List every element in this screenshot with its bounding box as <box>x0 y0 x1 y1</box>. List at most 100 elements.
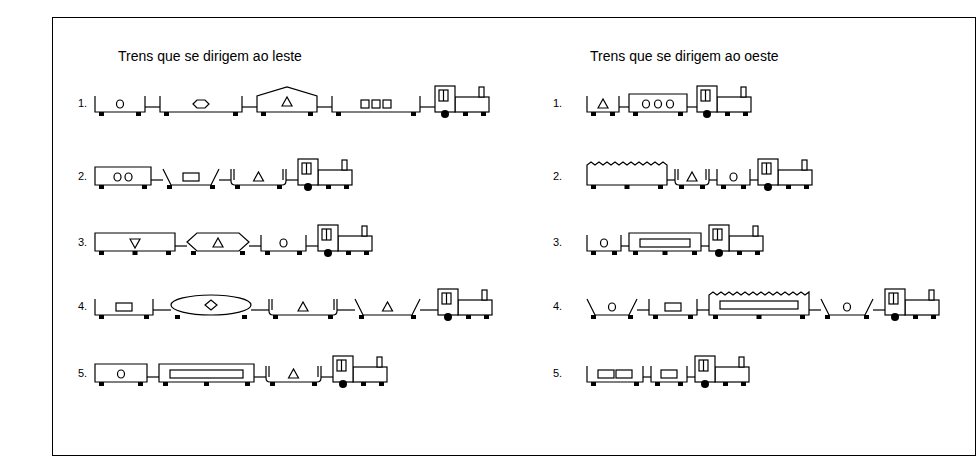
wagon <box>587 366 643 386</box>
drive-wheel <box>703 110 711 118</box>
wheel <box>164 112 169 116</box>
load-rectangle <box>616 370 632 378</box>
wagon-body <box>629 94 687 112</box>
locomotive-cab <box>758 159 778 185</box>
load-hexagon <box>193 100 209 108</box>
wheel <box>610 112 615 116</box>
load-long-rectangle <box>720 301 798 309</box>
wheel <box>235 185 240 189</box>
train <box>95 159 352 191</box>
wagon <box>587 162 667 189</box>
coupling <box>153 309 171 310</box>
load-circle <box>118 370 125 378</box>
wagon <box>95 167 151 189</box>
locomotive-boiler <box>318 170 352 185</box>
wagon-body <box>651 366 687 382</box>
wheel <box>700 185 705 189</box>
wheel <box>240 251 245 255</box>
locomotive <box>885 289 939 321</box>
wagon <box>355 299 420 319</box>
coupling <box>242 106 257 107</box>
wheel <box>167 185 172 189</box>
wagon <box>269 299 337 319</box>
wheel <box>411 112 416 116</box>
wagon-body <box>587 366 643 382</box>
train <box>95 289 492 321</box>
wheel <box>743 112 748 116</box>
locomotive-cab <box>438 289 458 315</box>
cab-window-bar <box>446 293 447 304</box>
cab-window-bar <box>443 90 444 101</box>
coupling <box>219 179 231 180</box>
wheel <box>663 251 668 255</box>
load-circle <box>601 239 608 247</box>
wheel <box>346 251 351 255</box>
wagon <box>629 233 701 255</box>
wheel <box>265 251 270 255</box>
cab-window <box>322 229 331 240</box>
wheel <box>166 251 171 255</box>
locomotive <box>318 225 372 257</box>
wheel <box>364 251 369 255</box>
wagon <box>587 299 637 319</box>
load-rectangle <box>598 370 614 378</box>
coupling <box>873 309 885 310</box>
wagon <box>95 233 175 255</box>
cab-window <box>699 360 708 371</box>
wheel <box>175 315 180 319</box>
wheel <box>612 251 617 255</box>
wheel <box>144 315 149 319</box>
cab-window-bar <box>893 293 894 304</box>
load-circle <box>844 303 851 311</box>
wheel <box>634 382 639 386</box>
load-triangle <box>289 369 299 378</box>
cab-window <box>442 293 451 304</box>
wagon-body <box>95 233 175 251</box>
wheel <box>804 185 809 189</box>
locomotive <box>709 225 763 257</box>
cab-window <box>439 90 448 101</box>
cab-window-bar <box>705 90 706 101</box>
wagon <box>261 235 306 255</box>
wheel <box>99 315 104 319</box>
wagon-body <box>95 96 145 112</box>
wheel <box>136 112 141 116</box>
wheel <box>99 382 104 386</box>
wheel <box>328 315 333 319</box>
wagon-body <box>649 299 697 315</box>
load-triangle <box>383 302 393 311</box>
wheel <box>741 185 746 189</box>
wagon-body <box>171 295 251 315</box>
wheel <box>326 185 331 189</box>
wagon-body <box>821 299 873 315</box>
load-circle <box>114 173 121 181</box>
locomotive <box>438 289 492 321</box>
wagon-body <box>587 96 619 112</box>
drive-wheel <box>764 183 772 191</box>
locomotive-chimney <box>377 357 382 367</box>
coupling <box>254 376 266 377</box>
drive-wheel <box>444 313 452 321</box>
wagon <box>651 366 687 386</box>
load-circle <box>730 173 737 181</box>
locomotive-cab <box>709 225 729 251</box>
wheel <box>825 315 830 319</box>
wagon-body <box>675 169 709 185</box>
wheel <box>653 315 658 319</box>
wheel <box>800 315 805 319</box>
wheel <box>628 315 633 319</box>
locomotive-cab <box>333 356 353 382</box>
locomotive-cab <box>697 86 717 112</box>
wagon-body <box>95 364 147 382</box>
cab-window-bar <box>341 360 342 371</box>
load-inverted-triangle <box>130 239 140 248</box>
train <box>95 86 489 118</box>
wagon <box>675 169 709 189</box>
train <box>95 225 372 257</box>
locomotive-chimney <box>482 290 487 300</box>
coupling <box>667 179 675 180</box>
row-number: 1. <box>553 97 562 109</box>
load-triangle <box>282 97 292 106</box>
wagon-body <box>231 169 286 185</box>
